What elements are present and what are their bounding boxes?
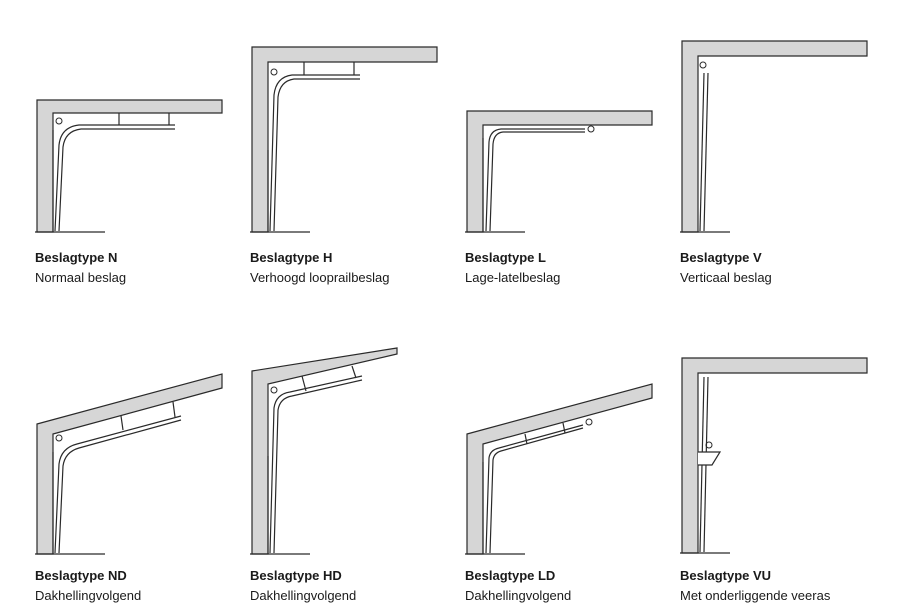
beslagtype-label: Beslagtype N bbox=[35, 250, 118, 265]
door-diagram-ld bbox=[465, 383, 653, 555]
door-diagram-h bbox=[250, 46, 438, 233]
beslagtype-label: Beslagtype HD bbox=[250, 568, 342, 583]
beslagtype-description: Normaal beslag bbox=[35, 270, 127, 285]
caption-ld: Beslagtype LD Dakhellingvolgend bbox=[465, 568, 571, 604]
door-diagram-l bbox=[465, 110, 653, 233]
diagram-cell-h: Beslagtype H Verhoogd looprailbeslag bbox=[250, 40, 450, 305]
beslagtype-label: Beslagtype LD bbox=[465, 568, 556, 583]
beslagtype-description: Lage-latelbeslag bbox=[465, 270, 561, 285]
caption-vu: Beslagtype VU Met onderliggende veeras bbox=[680, 568, 830, 604]
door-diagram-hd bbox=[250, 347, 398, 555]
diagram-cell-l: Beslagtype L Lage-latelbeslag bbox=[465, 108, 665, 305]
caption-nd: Beslagtype ND Dakhellingvolgend bbox=[35, 568, 141, 604]
caption-v: Beslagtype V Verticaal beslag bbox=[680, 250, 772, 286]
beslagtype-label: Beslagtype L bbox=[465, 250, 546, 265]
caption-n: Beslagtype N Normaal beslag bbox=[35, 250, 126, 286]
diagram-cell-n: Beslagtype N Normaal beslag bbox=[35, 95, 235, 305]
diagram-cell-hd: Beslagtype HD Dakhellingvolgend bbox=[250, 346, 450, 604]
diagram-cell-ld: Beslagtype LD Dakhellingvolgend bbox=[465, 382, 665, 604]
beslagtype-description: Dakhellingvolgend bbox=[465, 588, 572, 603]
beslagtype-label: Beslagtype ND bbox=[35, 568, 127, 583]
beslagtype-label: Beslagtype VU bbox=[680, 568, 772, 583]
beslagtype-description: Dakhellingvolgend bbox=[35, 588, 142, 603]
beslagtype-description: Dakhellingvolgend bbox=[250, 588, 357, 603]
beslagtype-description: Met onderliggende veeras bbox=[680, 588, 831, 603]
diagram-cell-vu: Beslagtype VU Met onderliggende veeras bbox=[680, 355, 880, 604]
beslagtype-description: Verhoogd looprailbeslag bbox=[250, 270, 390, 285]
door-diagram-nd bbox=[35, 373, 223, 555]
door-diagram-vu bbox=[680, 357, 868, 554]
beslagtype-label: Beslagtype H bbox=[250, 250, 333, 265]
beslagtype-label: Beslagtype V bbox=[680, 250, 762, 265]
caption-l: Beslagtype L Lage-latelbeslag bbox=[465, 250, 560, 286]
diagram-cell-v: Beslagtype V Verticaal beslag bbox=[680, 38, 880, 305]
door-diagram-v bbox=[680, 40, 868, 233]
door-diagram-n bbox=[35, 99, 223, 233]
caption-h: Beslagtype H Verhoogd looprailbeslag bbox=[250, 250, 390, 286]
diagram-cell-nd: Beslagtype ND Dakhellingvolgend bbox=[35, 372, 235, 604]
beslagtype-description: Verticaal beslag bbox=[680, 270, 772, 285]
caption-hd: Beslagtype HD Dakhellingvolgend bbox=[250, 568, 356, 604]
